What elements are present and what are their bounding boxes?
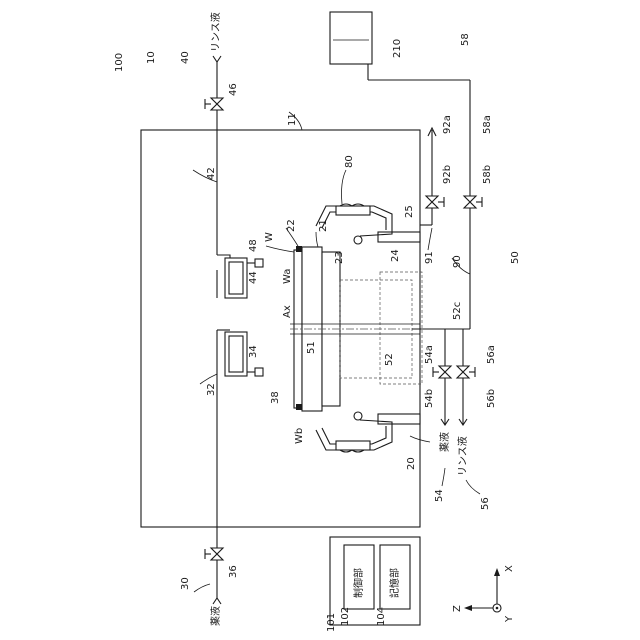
coordinate-axes (464, 568, 501, 612)
label-chem-valve-a: 54a (424, 345, 435, 364)
label-rinse-valve: 46 (228, 83, 239, 96)
label-chamber: 11 (287, 113, 298, 126)
label-axis-y: Y (504, 615, 515, 623)
label-tank-valve-b: 58b (482, 165, 493, 184)
label-storage-unit: 104 (376, 607, 387, 626)
label-chem-supply: 30 (180, 577, 191, 590)
label-rinse-line: 56 (480, 497, 491, 510)
label-rinse-valve-a: 56a (486, 345, 497, 364)
label-rinse-top: リンス液 (209, 12, 222, 52)
label-axis: Ax (282, 305, 293, 318)
label-chem-line: 54 (434, 489, 445, 502)
label-branch: 52c (452, 302, 463, 320)
label-system: 100 (114, 53, 125, 72)
label-control-text: 制御部 (352, 568, 365, 598)
label-rinse-nozzle-tip: 48 (248, 239, 259, 252)
label-recover-pipe: 91 (424, 251, 435, 264)
label-rinse-nozzle: 44 (248, 271, 259, 284)
label-chem-valve: 36 (228, 565, 239, 578)
label-tank-valve-a: 58a (482, 115, 493, 134)
label-rinse-valve-b: 56b (486, 389, 497, 408)
label-recover: 90 (452, 255, 463, 268)
label-recover-out: 92a (442, 115, 453, 134)
label-cup: 80 (344, 155, 355, 168)
label-unit: 10 (146, 51, 157, 64)
label-tank: 210 (392, 39, 403, 58)
label-spin-base: 21 (318, 219, 329, 232)
label-rinse-supply: 40 (180, 51, 191, 64)
label-chuck-pin: 22 (286, 219, 297, 232)
chamber-outline (141, 130, 420, 527)
label-wafer: W (264, 232, 275, 242)
label-shaft: 23 (334, 251, 345, 264)
substrate-holder (290, 232, 422, 424)
label-wafer-bottom: Wb (294, 428, 305, 444)
label-bearing: 25 (404, 205, 415, 218)
label-tank-line: 58 (460, 33, 471, 46)
label-recover-valve: 92b (442, 165, 453, 184)
label-rinse-pipe: 42 (206, 167, 217, 180)
label-chem-bottom: 薬液 (209, 606, 222, 626)
label-storage-text: 記憶部 (388, 568, 401, 598)
label-motor: 24 (390, 249, 401, 262)
label-chem-nozzle: 34 (248, 345, 259, 358)
label-controller: 101 (326, 613, 337, 632)
label-chem-right: 薬液 (438, 432, 451, 452)
label-chem-nozzle-tip: 38 (270, 391, 281, 404)
label-wafer-top: Wa (282, 269, 293, 284)
label-back-supply: 50 (510, 251, 521, 264)
chemical-supply-line (205, 330, 263, 604)
label-control-unit: 102 (340, 607, 351, 626)
label-holder: 20 (406, 457, 417, 470)
label-chem-valve-b: 54b (424, 389, 435, 408)
label-rinse-right: リンス液 (456, 436, 469, 476)
label-center-nozzle: 51 (306, 341, 317, 354)
label-center-pipe: 52 (384, 353, 395, 366)
label-axis-x: X (504, 565, 515, 572)
label-chem-pipe: 32 (206, 383, 217, 396)
label-axis-z: Z (452, 605, 463, 612)
